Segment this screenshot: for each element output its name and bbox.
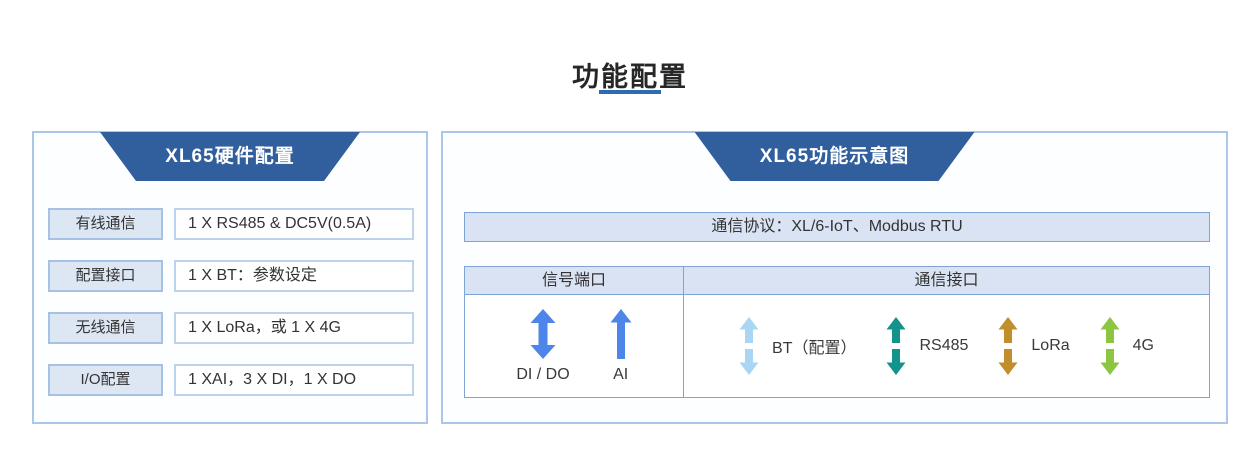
signal-item-ai: AI (610, 308, 632, 384)
signal-item-dido: DI / DO (516, 308, 570, 384)
split-double-arrow-icon (739, 317, 759, 375)
interface-item-lora: LoRa (998, 317, 1070, 375)
split-double-arrow-icon (998, 317, 1018, 375)
double-arrow-icon (530, 308, 556, 359)
hw-row-value: 1 X RS485 & DC5V(0.5A) (174, 208, 414, 240)
hw-row-io: I/O配置 1 XAI，3 X DI，1 X DO (48, 364, 414, 396)
interface-item-4g: 4G (1100, 317, 1154, 375)
interface-item-label: BT（配置） (772, 340, 857, 357)
split-double-arrow-icon (886, 317, 906, 375)
function-panel-header: XL65功能示意图 (695, 132, 975, 181)
function-table: 信号端口 通信接口 DI / DO AI (464, 266, 1210, 398)
hardware-config-panel: XL65硬件配置 有线通信 1 X RS485 & DC5V(0.5A) 配置接… (32, 131, 428, 424)
signal-port-cell: DI / DO AI (465, 295, 684, 397)
interface-item-label: 4G (1132, 337, 1154, 354)
interface-item-label: RS485 (919, 337, 969, 354)
hw-row-label: 无线通信 (48, 312, 163, 344)
hw-row-value: 1 XAI，3 X DI，1 X DO (174, 364, 414, 396)
hardware-panel-header: XL65硬件配置 (100, 132, 360, 181)
signal-item-label: DI / DO (516, 365, 570, 383)
protocol-bar: 通信协议：XL/6-IoT、Modbus RTU (464, 212, 1210, 242)
interface-item-rs485: RS485 (886, 317, 968, 375)
function-diagram-panel: XL65功能示意图 通信协议：XL/6-IoT、Modbus RTU 信号端口 … (441, 131, 1228, 424)
hw-row-value: 1 X LoRa，或 1 X 4G (174, 312, 414, 344)
hw-row-wired: 有线通信 1 X RS485 & DC5V(0.5A) (48, 208, 414, 240)
comm-interface-column-header: 通信接口 (684, 267, 1209, 295)
comm-interface-cell: BT（配置） RS485 LoRa (684, 295, 1209, 397)
interface-item-label: LoRa (1031, 337, 1070, 354)
signal-port-column-header: 信号端口 (465, 267, 684, 295)
split-double-arrow-icon (1100, 317, 1120, 375)
title-underline (599, 90, 661, 94)
hw-row-config-port: 配置接口 1 X BT：参数设定 (48, 260, 414, 292)
signal-item-label: AI (613, 365, 629, 383)
interface-item-bt: BT（配置） (739, 317, 856, 375)
up-arrow-icon (610, 308, 632, 359)
hw-row-label: I/O配置 (48, 364, 163, 396)
hw-row-label: 有线通信 (48, 208, 163, 240)
hw-row-value: 1 X BT：参数设定 (174, 260, 414, 292)
hw-row-label: 配置接口 (48, 260, 163, 292)
hw-row-wireless: 无线通信 1 X LoRa，或 1 X 4G (48, 312, 414, 344)
page-title: 功能配置 (572, 62, 688, 92)
